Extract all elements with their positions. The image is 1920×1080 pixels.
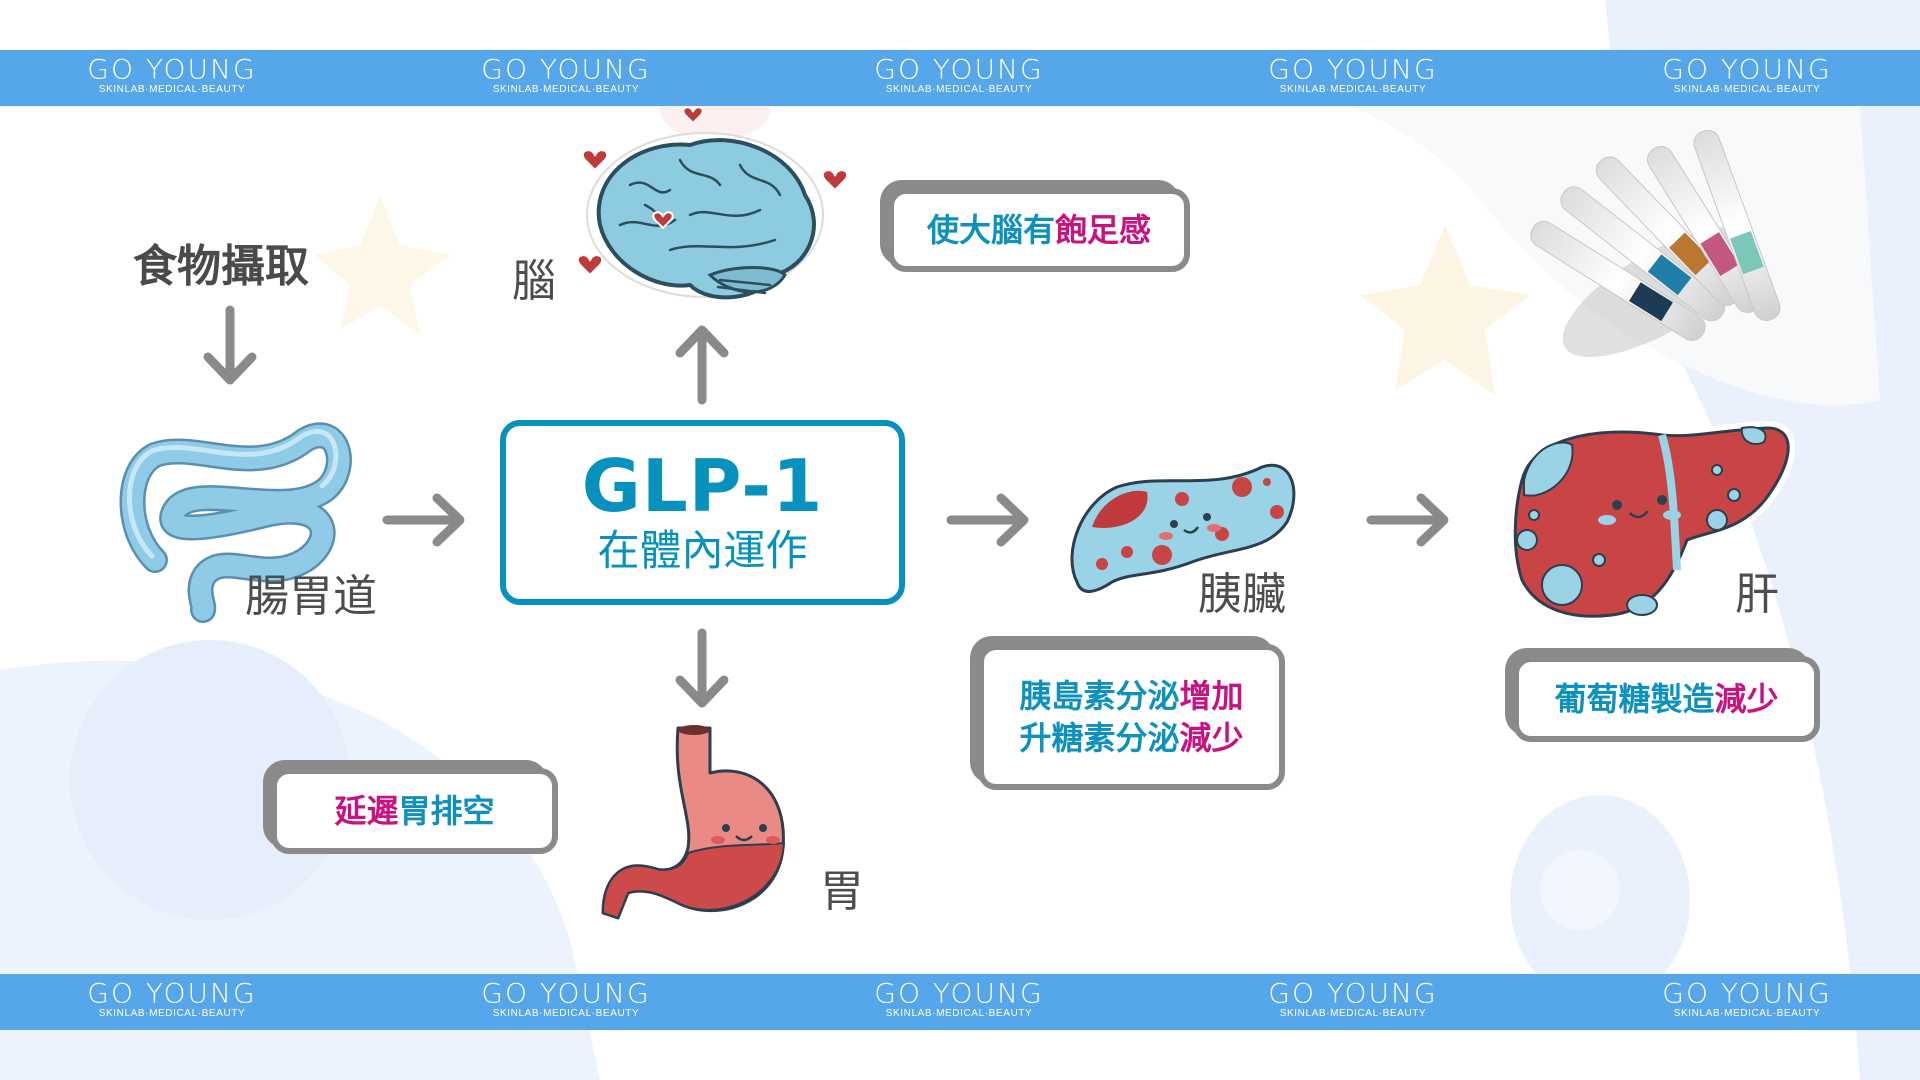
arrow-right-icon — [382, 493, 465, 547]
callout-line: 使大腦有飽足感 — [926, 211, 1152, 249]
callout-line: 葡萄糖製造減少 — [1554, 680, 1779, 718]
stomach-effect-callout: 延遲胃排空 — [263, 760, 558, 854]
brain-label: 腦 — [512, 256, 556, 307]
brain-icon — [576, 106, 849, 300]
glp1-subtitle: 在體內運作 — [597, 526, 808, 575]
pen — [1693, 129, 1781, 321]
callout-line: 延遲胃排空 — [334, 792, 495, 830]
liver-icon — [1508, 421, 1796, 624]
liver-effect-callout: 葡萄糖製造減少 — [1505, 648, 1820, 742]
pen — [1560, 186, 1726, 322]
arrow-up-icon — [675, 325, 729, 405]
bg-star-left — [315, 195, 450, 335]
bg-star-right — [1360, 225, 1530, 395]
arrow-right-icon — [946, 493, 1029, 547]
pancreas-effect-callout: 胰島素分泌增加 升糖素分泌減少 — [970, 636, 1285, 790]
glp1-title: GLP-1 — [581, 444, 824, 528]
arrow-down-icon — [675, 628, 729, 708]
pancreas-icon — [1066, 459, 1300, 598]
pancreas-label: 胰臟 — [1198, 569, 1286, 620]
stomach-label: 胃 — [820, 866, 864, 917]
callout-line: 升糖素分泌減少 — [1019, 719, 1244, 757]
arrow-right-icon — [1366, 493, 1449, 547]
glp1-box: GLP-1 在體內運作 — [500, 420, 905, 605]
food-intake-label: 食物攝取 — [133, 241, 309, 292]
liver-label: 肝 — [1735, 569, 1779, 620]
gut-label: 腸胃道 — [245, 571, 377, 622]
injection-pens-image — [1530, 129, 1781, 357]
arrow-down-icon — [203, 305, 257, 385]
callout-line: 胰島素分泌增加 — [1019, 677, 1244, 715]
pen — [1530, 221, 1706, 341]
brain-effect-callout: 使大腦有飽足感 — [880, 180, 1190, 272]
intestine-icon — [115, 418, 356, 627]
stomach-icon — [598, 723, 789, 923]
